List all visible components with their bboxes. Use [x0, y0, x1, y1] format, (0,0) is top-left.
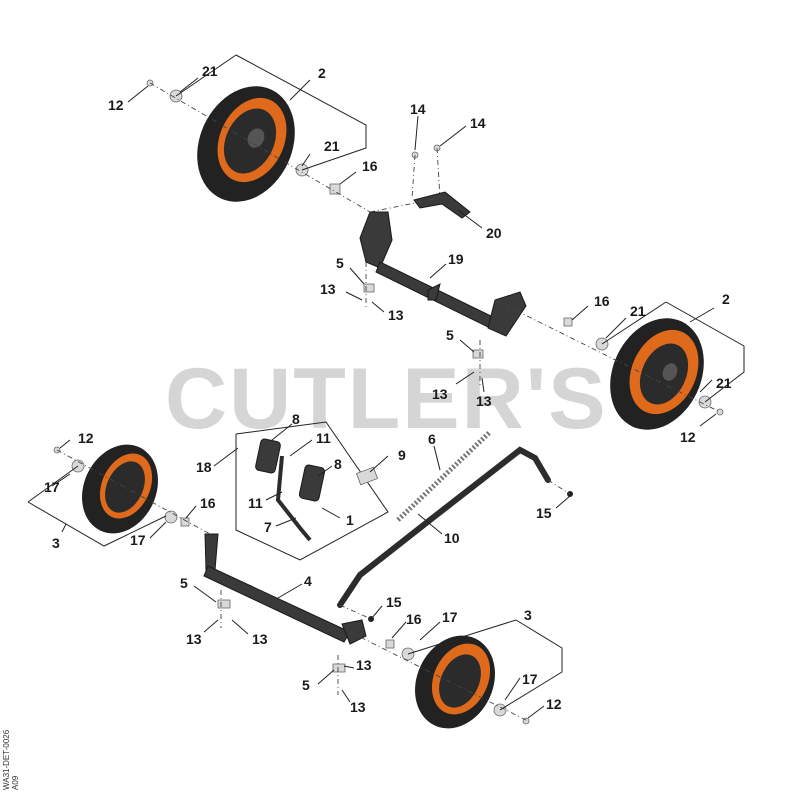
callout-12-right: 12: [680, 429, 696, 445]
bracket-part-8-b: [298, 464, 326, 502]
callout-3-left: 3: [52, 535, 60, 551]
callout-5-middle: 5: [446, 327, 454, 343]
wheel-rear-left: [197, 86, 295, 202]
callout-11-b: 11: [248, 495, 263, 511]
callout-4: 4: [304, 573, 312, 589]
callout-21-right-a: 21: [630, 303, 646, 319]
callout-13-lower-middle-a: 13: [356, 657, 372, 673]
document-id: WA31-DET-0026: [2, 729, 11, 790]
callout-3-lower: 3: [524, 607, 532, 623]
callout-6: 6: [428, 431, 436, 447]
callout-13-middle-a: 13: [432, 386, 448, 402]
callout-13-lower-left-a: 13: [186, 631, 202, 647]
callout-16-lower: 16: [406, 611, 422, 627]
wheel-rear-right: [610, 318, 704, 430]
callout-18: 18: [196, 459, 212, 475]
callout-2-top: 2: [318, 65, 326, 81]
callout-12-top: 12: [108, 97, 124, 113]
callout-16-top: 16: [362, 158, 378, 174]
callout-15-middle: 15: [386, 594, 402, 610]
callout-8-a: 8: [292, 411, 300, 427]
callout-17-left-a: 17: [44, 479, 60, 495]
rear-axle-assembly: [359, 211, 527, 337]
callout-13-upper-a: 13: [320, 281, 336, 297]
callout-16-right: 16: [594, 293, 610, 309]
callout-7: 7: [264, 519, 272, 535]
callout-11-a: 11: [316, 430, 331, 446]
hardware-parts: [53, 79, 724, 725]
callout-9: 9: [398, 447, 406, 463]
callout-14-b: 14: [470, 115, 486, 131]
document-code: A09: [11, 775, 20, 790]
front-axle-assembly: [203, 533, 367, 645]
wheel-front-right: [415, 635, 495, 729]
spring-part: [396, 430, 492, 522]
rod-part-7: [275, 455, 312, 542]
callout-15-right: 15: [536, 505, 552, 521]
callout-17-lower-b: 17: [522, 671, 538, 687]
callout-21-top-b: 21: [324, 138, 340, 154]
callout-labels: 2 21 12 21 16 14 14 20 19 5 13 13 16 2 2…: [44, 63, 732, 715]
callout-13-upper-b: 13: [388, 307, 404, 323]
callout-1: 1: [346, 512, 354, 528]
callout-17-left-b: 17: [130, 532, 146, 548]
callout-13-middle-b: 13: [476, 393, 492, 409]
wheel-front-left: [82, 444, 158, 534]
callout-13-lower-middle-b: 13: [350, 699, 366, 715]
callout-8-b: 8: [334, 456, 342, 472]
callout-13-lower-left-b: 13: [252, 631, 268, 647]
callout-10: 10: [444, 530, 460, 546]
watermark-text: CUTLER'S: [165, 351, 608, 447]
callout-2-right: 2: [722, 291, 730, 307]
callout-12-left: 12: [78, 430, 94, 446]
height-adjust-lever: [413, 191, 471, 219]
bracket-part-8-a: [255, 438, 281, 474]
callout-19: 19: [448, 251, 464, 267]
callout-5-lower-middle: 5: [302, 677, 310, 693]
callout-21-right-b: 21: [716, 375, 732, 391]
kit-outline: [235, 421, 389, 561]
callout-16-left: 16: [200, 495, 216, 511]
callout-20: 20: [486, 225, 502, 241]
leader-lines: [27, 54, 745, 719]
callout-12-lower: 12: [546, 696, 562, 712]
axis-lines: [56, 82, 721, 722]
callout-5-lower-left: 5: [180, 575, 188, 591]
clip-part-9: [355, 466, 379, 486]
handle-bar: [337, 446, 551, 608]
callout-17-lower-a: 17: [442, 609, 458, 625]
callout-5-upper: 5: [336, 255, 344, 271]
callout-14-a: 14: [410, 101, 426, 117]
callout-21-top-a: 21: [202, 63, 218, 79]
